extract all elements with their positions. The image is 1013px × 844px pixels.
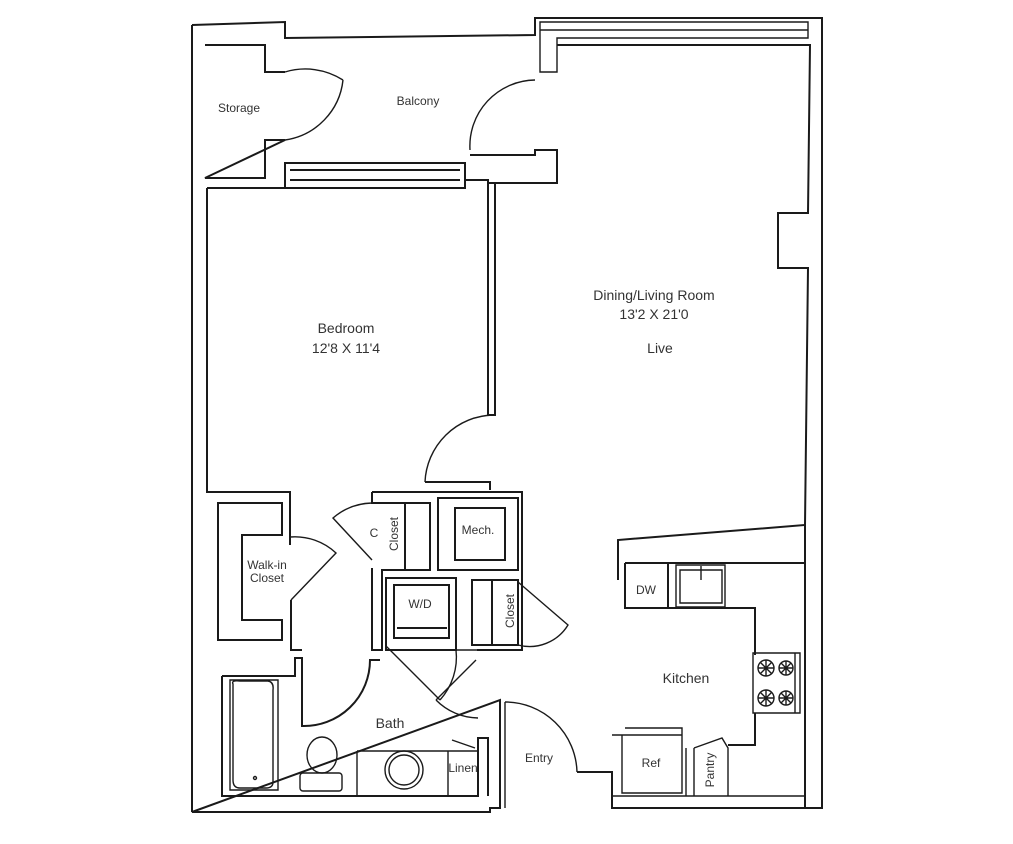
label-pantry: Pantry <box>703 753 717 788</box>
label-dw: DW <box>636 583 657 597</box>
label-wd: W/D <box>408 597 432 611</box>
label-balcony: Balcony <box>397 94 440 108</box>
label-living-dims: 13'2 X 21'0 <box>619 306 688 322</box>
stove-burners <box>757 659 794 707</box>
label-linen: Linen <box>448 761 477 775</box>
label-kitchen: Kitchen <box>663 670 710 686</box>
label-live: Live <box>647 340 673 356</box>
label-closet-b: Closet <box>503 593 517 628</box>
label-bath: Bath <box>376 715 405 731</box>
walls: C <box>191 17 823 813</box>
label-c: C <box>370 526 379 540</box>
label-walkin-2: Closet <box>250 571 285 585</box>
label-bedroom-dims: 12'8 X 11'4 <box>312 340 380 356</box>
label-bedroom: Bedroom <box>318 320 375 336</box>
label-closet-a: Closet <box>387 516 401 551</box>
label-living: Dining/Living Room <box>593 287 714 303</box>
label-entry: Entry <box>525 751 553 765</box>
label-ref: Ref <box>642 756 661 770</box>
label-storage: Storage <box>218 101 260 115</box>
room-labels: Storage Balcony Bedroom 12'8 X 11'4 Dini… <box>218 94 717 787</box>
label-walkin-1: Walk-in <box>247 558 287 572</box>
label-mech: Mech. <box>462 523 495 537</box>
